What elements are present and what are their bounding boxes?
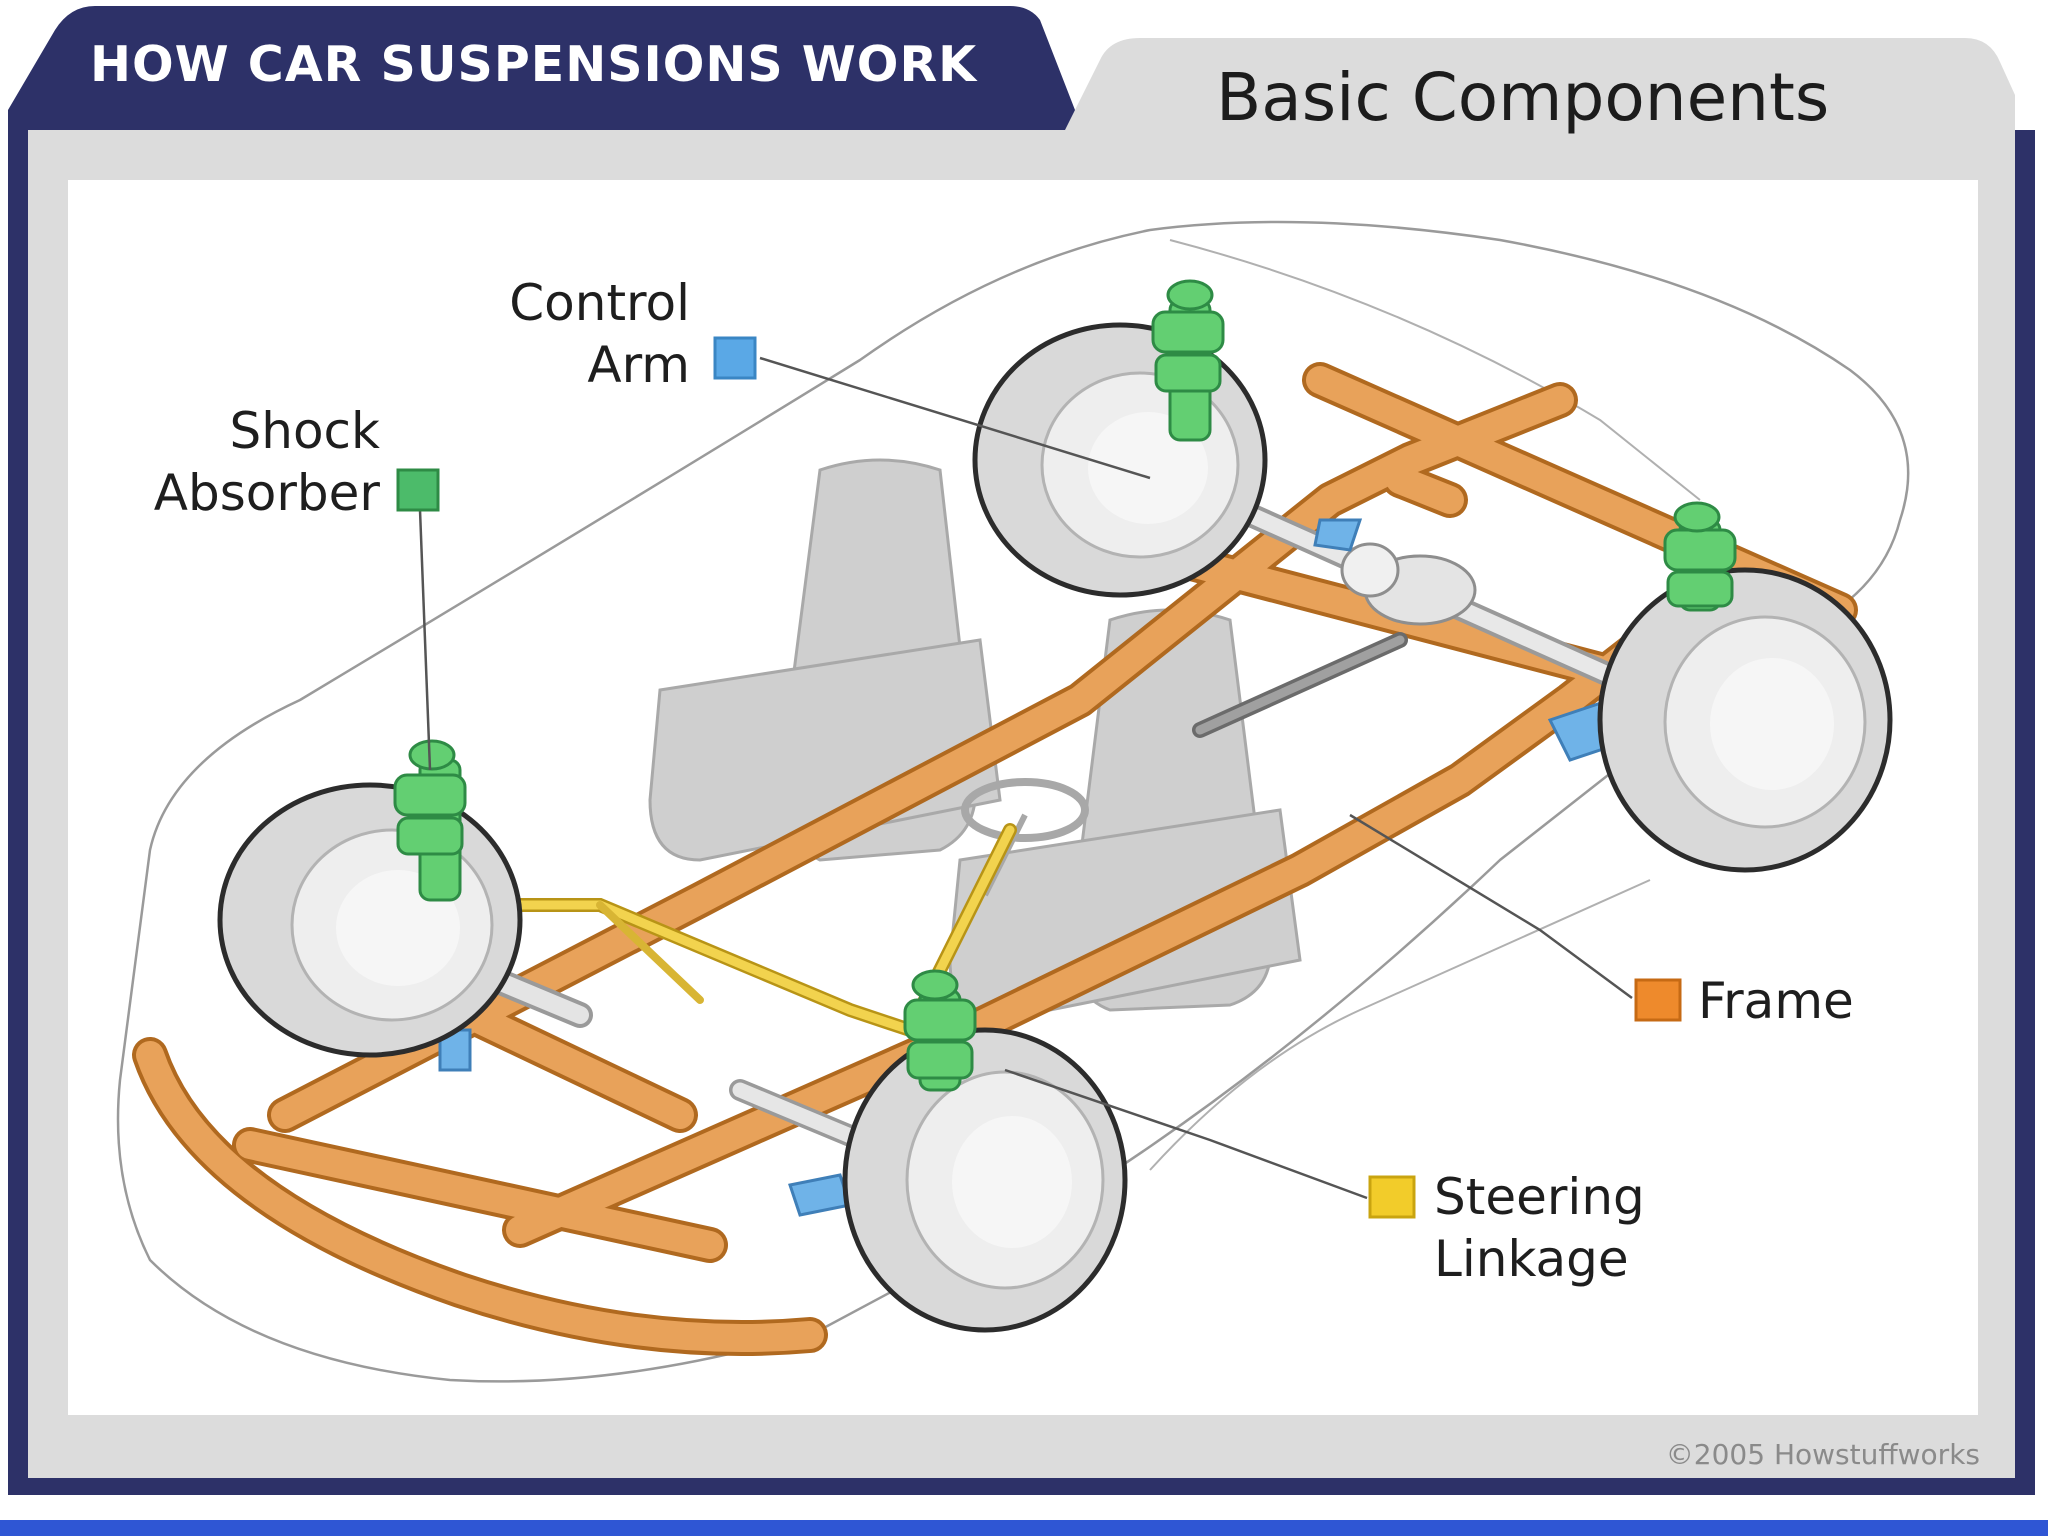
bottom-strip [0, 1520, 2048, 1536]
label-steering-linkage-line1: Steering [1434, 1168, 1645, 1226]
leader-lines [418, 356, 1633, 1200]
shock-rear-left [1151, 279, 1225, 442]
label-control-arm-line2: Arm [587, 336, 690, 394]
shock-absorbers [393, 279, 1737, 1092]
label-steering-linkage-line2: Linkage [1434, 1230, 1629, 1288]
swatch-control-arm [713, 336, 757, 380]
label-control-arm: Control Arm [400, 272, 690, 396]
steering-wheel [961, 778, 1089, 842]
shock-rear-right [1663, 501, 1737, 612]
steering-linkage-rods [458, 823, 1017, 1039]
shock-front-right [903, 969, 977, 1092]
car-body-outline [116, 220, 1910, 1383]
copyright: ©2005 Howstuffworks [1665, 1438, 1980, 1471]
label-frame: Frame [1698, 970, 1854, 1032]
swatch-steering-linkage [1368, 1175, 1416, 1219]
label-shock-absorber-line2: Absorber [153, 464, 380, 522]
swatch-shock-absorber [396, 468, 440, 512]
swatch-frame [1634, 978, 1682, 1022]
differential [1340, 542, 1477, 626]
wheel-front-right [842, 1027, 1128, 1333]
shock-front-left [393, 739, 467, 902]
label-frame-line1: Frame [1698, 972, 1854, 1030]
label-control-arm-line1: Control [509, 274, 690, 332]
header-subtitle: Basic Components [1216, 59, 1830, 136]
header-title: HOW CAR SUSPENSIONS WORK [90, 36, 978, 93]
label-shock-absorber-line1: Shock [229, 402, 380, 460]
label-shock-absorber: Shock Absorber [90, 400, 380, 524]
wheel-rear-right [1597, 567, 1893, 873]
label-steering-linkage: Steering Linkage [1434, 1166, 1645, 1290]
wheel-front-left [217, 782, 523, 1058]
